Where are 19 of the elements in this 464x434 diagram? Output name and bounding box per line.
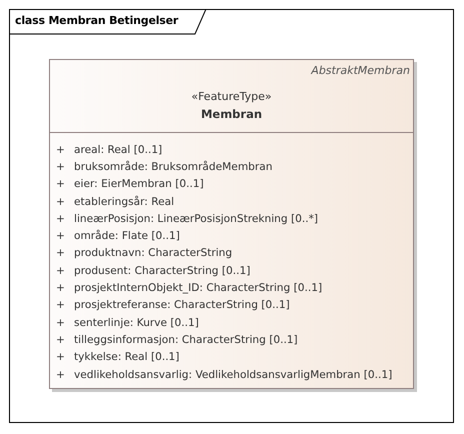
class-box [49,59,414,389]
attribute: + tykkelse: Real [0..1] [55,350,180,366]
attribute: + prosjektreferanse: CharacterString [0..1] [55,298,291,314]
attribute: + lineærPosisjon: LineærPosisjonStrekning [0..*] [55,212,320,227]
attribute: + senterlinje: Kurve [0..1] [55,316,200,331]
class-name: Membran [200,107,264,121]
attribute: + produsent: CharacterString [0..1] [55,264,252,279]
stereotype: «FeatureType» [190,90,273,103]
attribute: + tilleggsinformasjon: CharacterString [0..1] [55,332,299,348]
attribute: + bruksområde: BruksområdeMembran [55,160,274,175]
parent-class-name: AbstraktMembran [311,64,410,77]
attribute: + eier: EierMembran [0..1] [55,177,205,192]
attribute: + produktnavn: CharacterString [55,246,234,262]
attribute: + etableringsår: Real [55,194,176,210]
attribute: + areal: Real [0..1] [55,142,164,158]
diagram-title: class Membran Betingelser [15,14,178,27]
attribute: + område: Flate [0..1] [55,228,181,244]
attribute: + vedlikeholdsansvarlig: VedlikeholdsansvarligMembran [0..1] [55,368,394,382]
attribute: + prosjektInternObjekt_ID: CharacterString [0..1] [55,281,324,296]
